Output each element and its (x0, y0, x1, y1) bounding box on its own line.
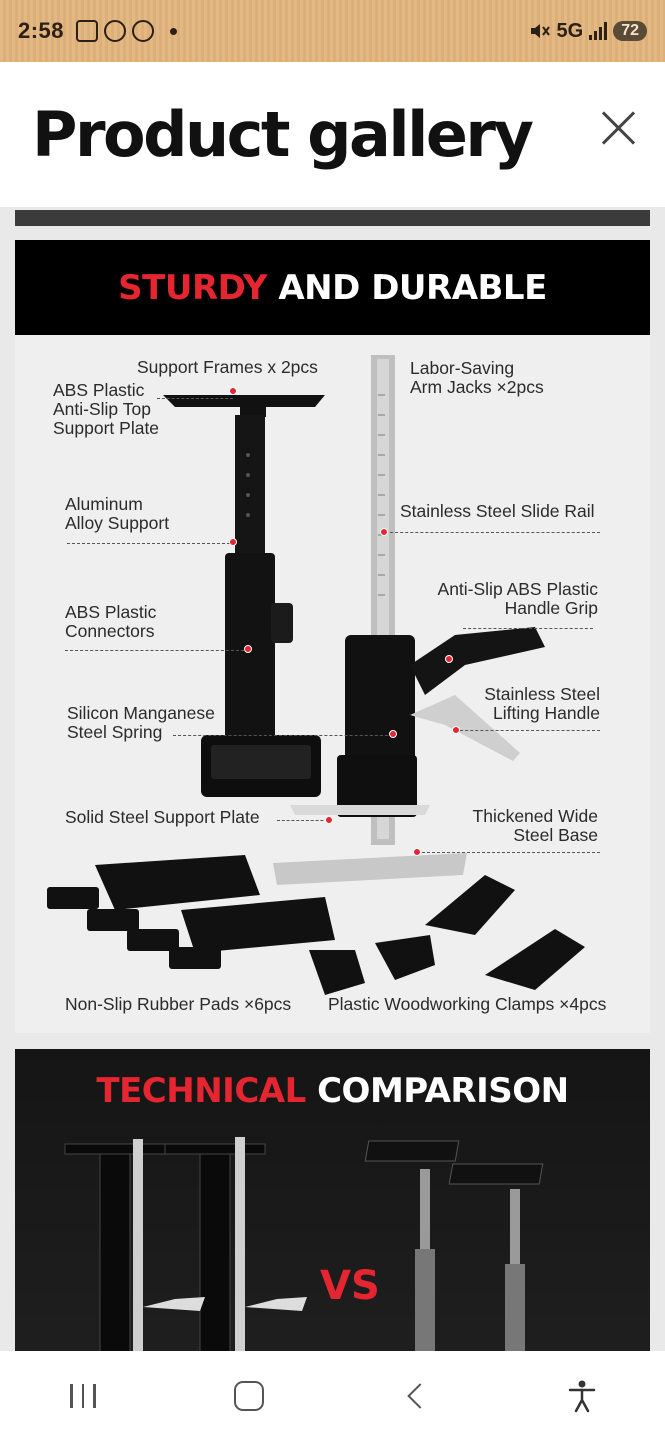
label-arm-jacks: Labor-Saving Arm Jacks ×2pcs (410, 358, 544, 397)
back-button[interactable] (386, 1366, 446, 1426)
label-clamps: Plastic Woodworking Clamps ×4pcs (328, 994, 607, 1014)
gallery-image-comparison[interactable]: TECHNICAL COMPARISON (15, 1049, 650, 1351)
label-steel-base: Thickened Wide Steel Base (472, 806, 598, 845)
banner-highlight-2: TECHNICAL (96, 1071, 306, 1111)
label-rubber-pads: Non-Slip Rubber Pads ×6pcs (65, 994, 292, 1014)
accessibility-button[interactable] (552, 1366, 612, 1426)
back-icon (406, 1382, 433, 1409)
banner-text-2: COMPARISON (317, 1071, 569, 1111)
recents-button[interactable] (53, 1366, 113, 1426)
label-aluminum: Aluminum Alloy Support (65, 494, 170, 533)
label-slide-rail: Stainless Steel Slide Rail (400, 501, 595, 521)
label-support-frames: Support Frames x 2pcs (137, 357, 318, 377)
label-solid-plate: Solid Steel Support Plate (65, 807, 260, 827)
screenshot-icon (76, 20, 99, 42)
label-abs-connectors: ABS Plastic Connectors (65, 602, 157, 641)
notification-dot-icon (170, 27, 178, 35)
label-abs-top-plate: ABS Plastic Anti-Slip Top Support Plate (53, 380, 160, 438)
status-bar: 2:58 5G 72 (0, 0, 665, 62)
gallery-scroll-area[interactable]: STURDY AND DURABLE (0, 207, 665, 1351)
close-button[interactable] (601, 110, 637, 146)
threads-icon (104, 20, 127, 42)
home-button[interactable] (219, 1366, 279, 1426)
image-banner: STURDY AND DURABLE (15, 240, 650, 335)
label-spring: Silicon Manganese Steel Spring (67, 703, 215, 742)
gallery-header: Product gallery (0, 62, 665, 207)
label-lifting-handle: Stainless Steel Lifting Handle (484, 684, 600, 723)
vs-label: VS (320, 1263, 380, 1309)
previous-image[interactable] (15, 210, 650, 226)
product-illustration (47, 355, 585, 995)
recents-icon (70, 1383, 96, 1408)
network-type: 5G (556, 19, 584, 42)
home-icon (234, 1380, 265, 1411)
page-title: Product gallery (32, 98, 534, 171)
accessibility-icon (568, 1380, 596, 1412)
threads-icon-2 (132, 20, 155, 42)
comparison-illustration (64, 1137, 544, 1351)
system-nav-bar (0, 1351, 665, 1440)
status-time: 2:58 (18, 18, 65, 43)
battery-icon: 72 (613, 21, 647, 41)
banner-text: AND DURABLE (278, 267, 547, 308)
image-banner-2: TECHNICAL COMPARISON (15, 1071, 650, 1111)
signal-icon (589, 22, 608, 40)
banner-highlight: STURDY (118, 267, 268, 308)
gallery-image-sturdy[interactable]: STURDY AND DURABLE (15, 240, 650, 1033)
mute-vibrate-icon (530, 24, 550, 38)
label-handle-grip: Anti-Slip ABS Plastic Handle Grip (437, 579, 598, 618)
